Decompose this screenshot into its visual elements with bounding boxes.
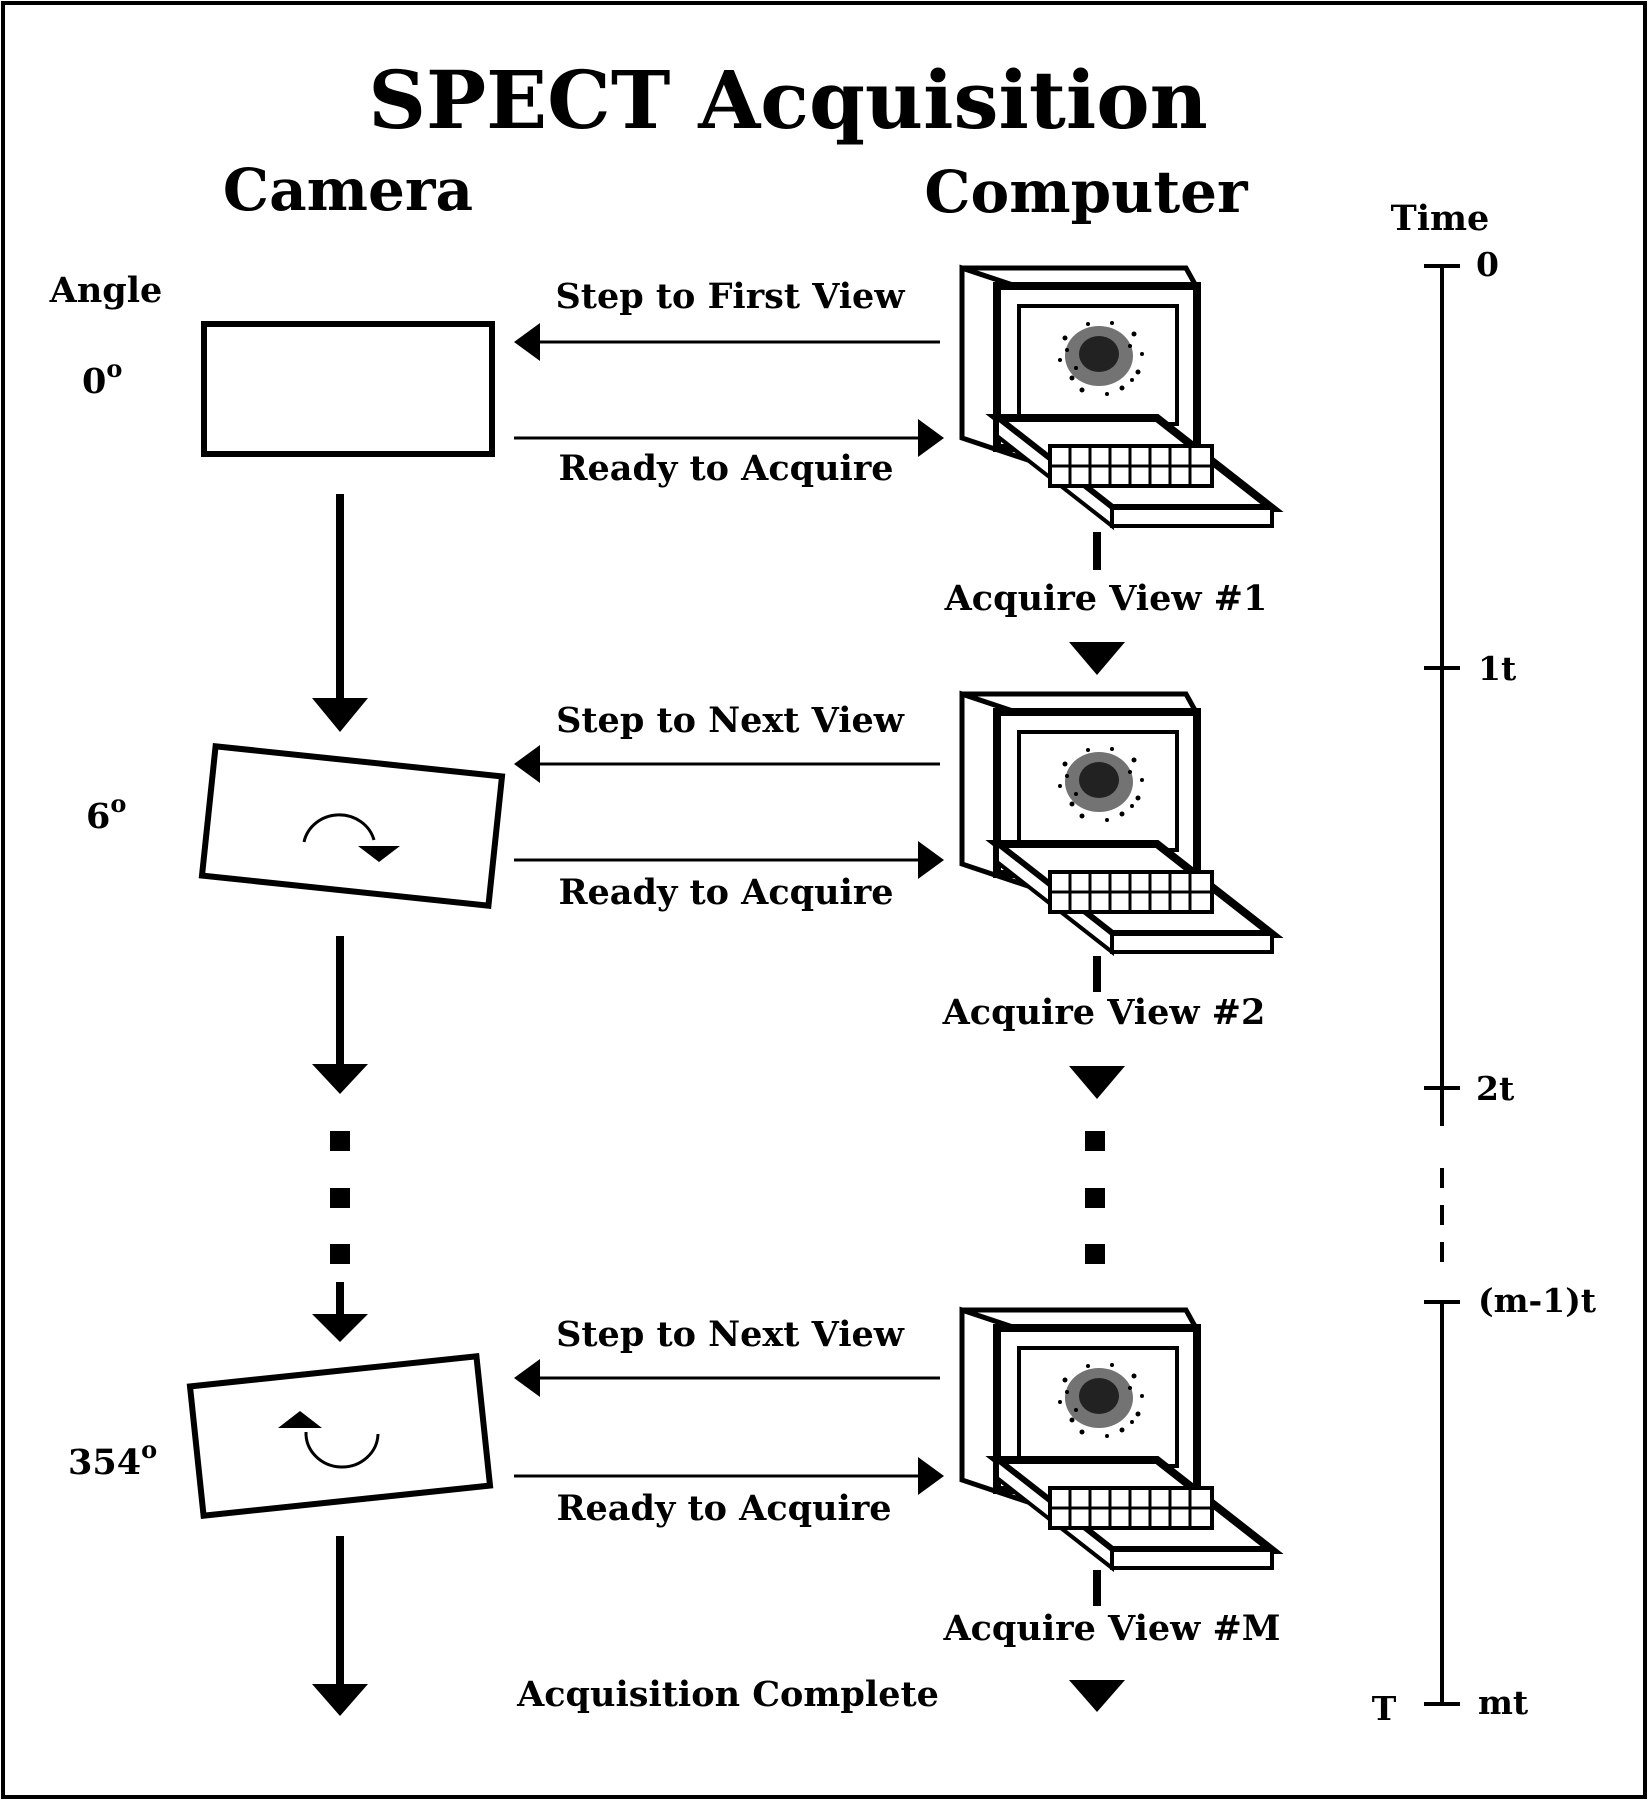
camera-down-arrow-2 (312, 936, 368, 1094)
camera-detector-icon (201, 321, 495, 457)
ready-arrow-3 (514, 1457, 944, 1495)
step-label-2: Step to Next View (556, 700, 905, 741)
rotation-arrow-icon (278, 1411, 380, 1469)
acquire-arrow-3 (1069, 1680, 1125, 1712)
angle-label-354: 354o (68, 1435, 157, 1483)
time-tick-label-m1t: (m-1)t (1478, 1281, 1597, 1320)
acquire-arrow-2 (1069, 1066, 1125, 1099)
camera-down-arrow-4 (312, 1536, 368, 1716)
completion-label: Acquisition Complete (516, 1674, 939, 1715)
step-label-3: Step to Next View (556, 1314, 905, 1355)
camera-down-arrow-1 (312, 494, 368, 732)
computer-heading: Computer (924, 158, 1249, 226)
rotated-camera-detector-icon (186, 1353, 494, 1519)
acquire-label-1: Acquire View #1 (944, 578, 1268, 619)
time-heading: Time (1391, 198, 1490, 239)
step-label-1: Step to First View (556, 276, 906, 317)
ready-label-3: Ready to Acquire (556, 1488, 891, 1529)
camera-heading: Camera (223, 156, 473, 224)
time-tick-label-1t: 1t (1478, 649, 1517, 688)
camera-down-arrow-3 (312, 1282, 368, 1342)
step-arrow-3 (514, 1359, 940, 1397)
ready-arrow-1 (514, 419, 944, 457)
time-tick-label-mt: mt (1478, 1683, 1529, 1722)
ready-arrow-2 (514, 841, 944, 879)
time-end-label: T (1372, 1689, 1397, 1728)
time-tick-label-2t: 2t (1476, 1069, 1515, 1108)
angle-label-0: 0o (82, 354, 122, 402)
rotation-arrow-icon (302, 813, 400, 862)
ready-label-1: Ready to Acquire (558, 448, 893, 489)
acquire-stem-2 (1093, 956, 1101, 992)
acquire-stem-3 (1093, 1570, 1101, 1606)
angle-heading: Angle (49, 270, 163, 311)
ready-label-2: Ready to Acquire (558, 872, 893, 913)
angle-label-6: 6o (86, 789, 126, 837)
step-arrow-2 (514, 745, 940, 783)
acquire-arrow-1 (1069, 642, 1125, 675)
step-arrow-1 (514, 323, 940, 361)
acquire-stem-1 (1093, 532, 1101, 570)
acquire-label-3: Acquire View #M (942, 1608, 1280, 1649)
ellipsis-dots-icon (330, 1131, 1105, 1264)
diagram-title: SPECT Acquisition (368, 53, 1208, 147)
acquire-label-2: Acquire View #2 (942, 992, 1266, 1033)
rotated-camera-detector-icon (198, 743, 506, 909)
time-tick-label-0: 0 (1476, 245, 1499, 284)
